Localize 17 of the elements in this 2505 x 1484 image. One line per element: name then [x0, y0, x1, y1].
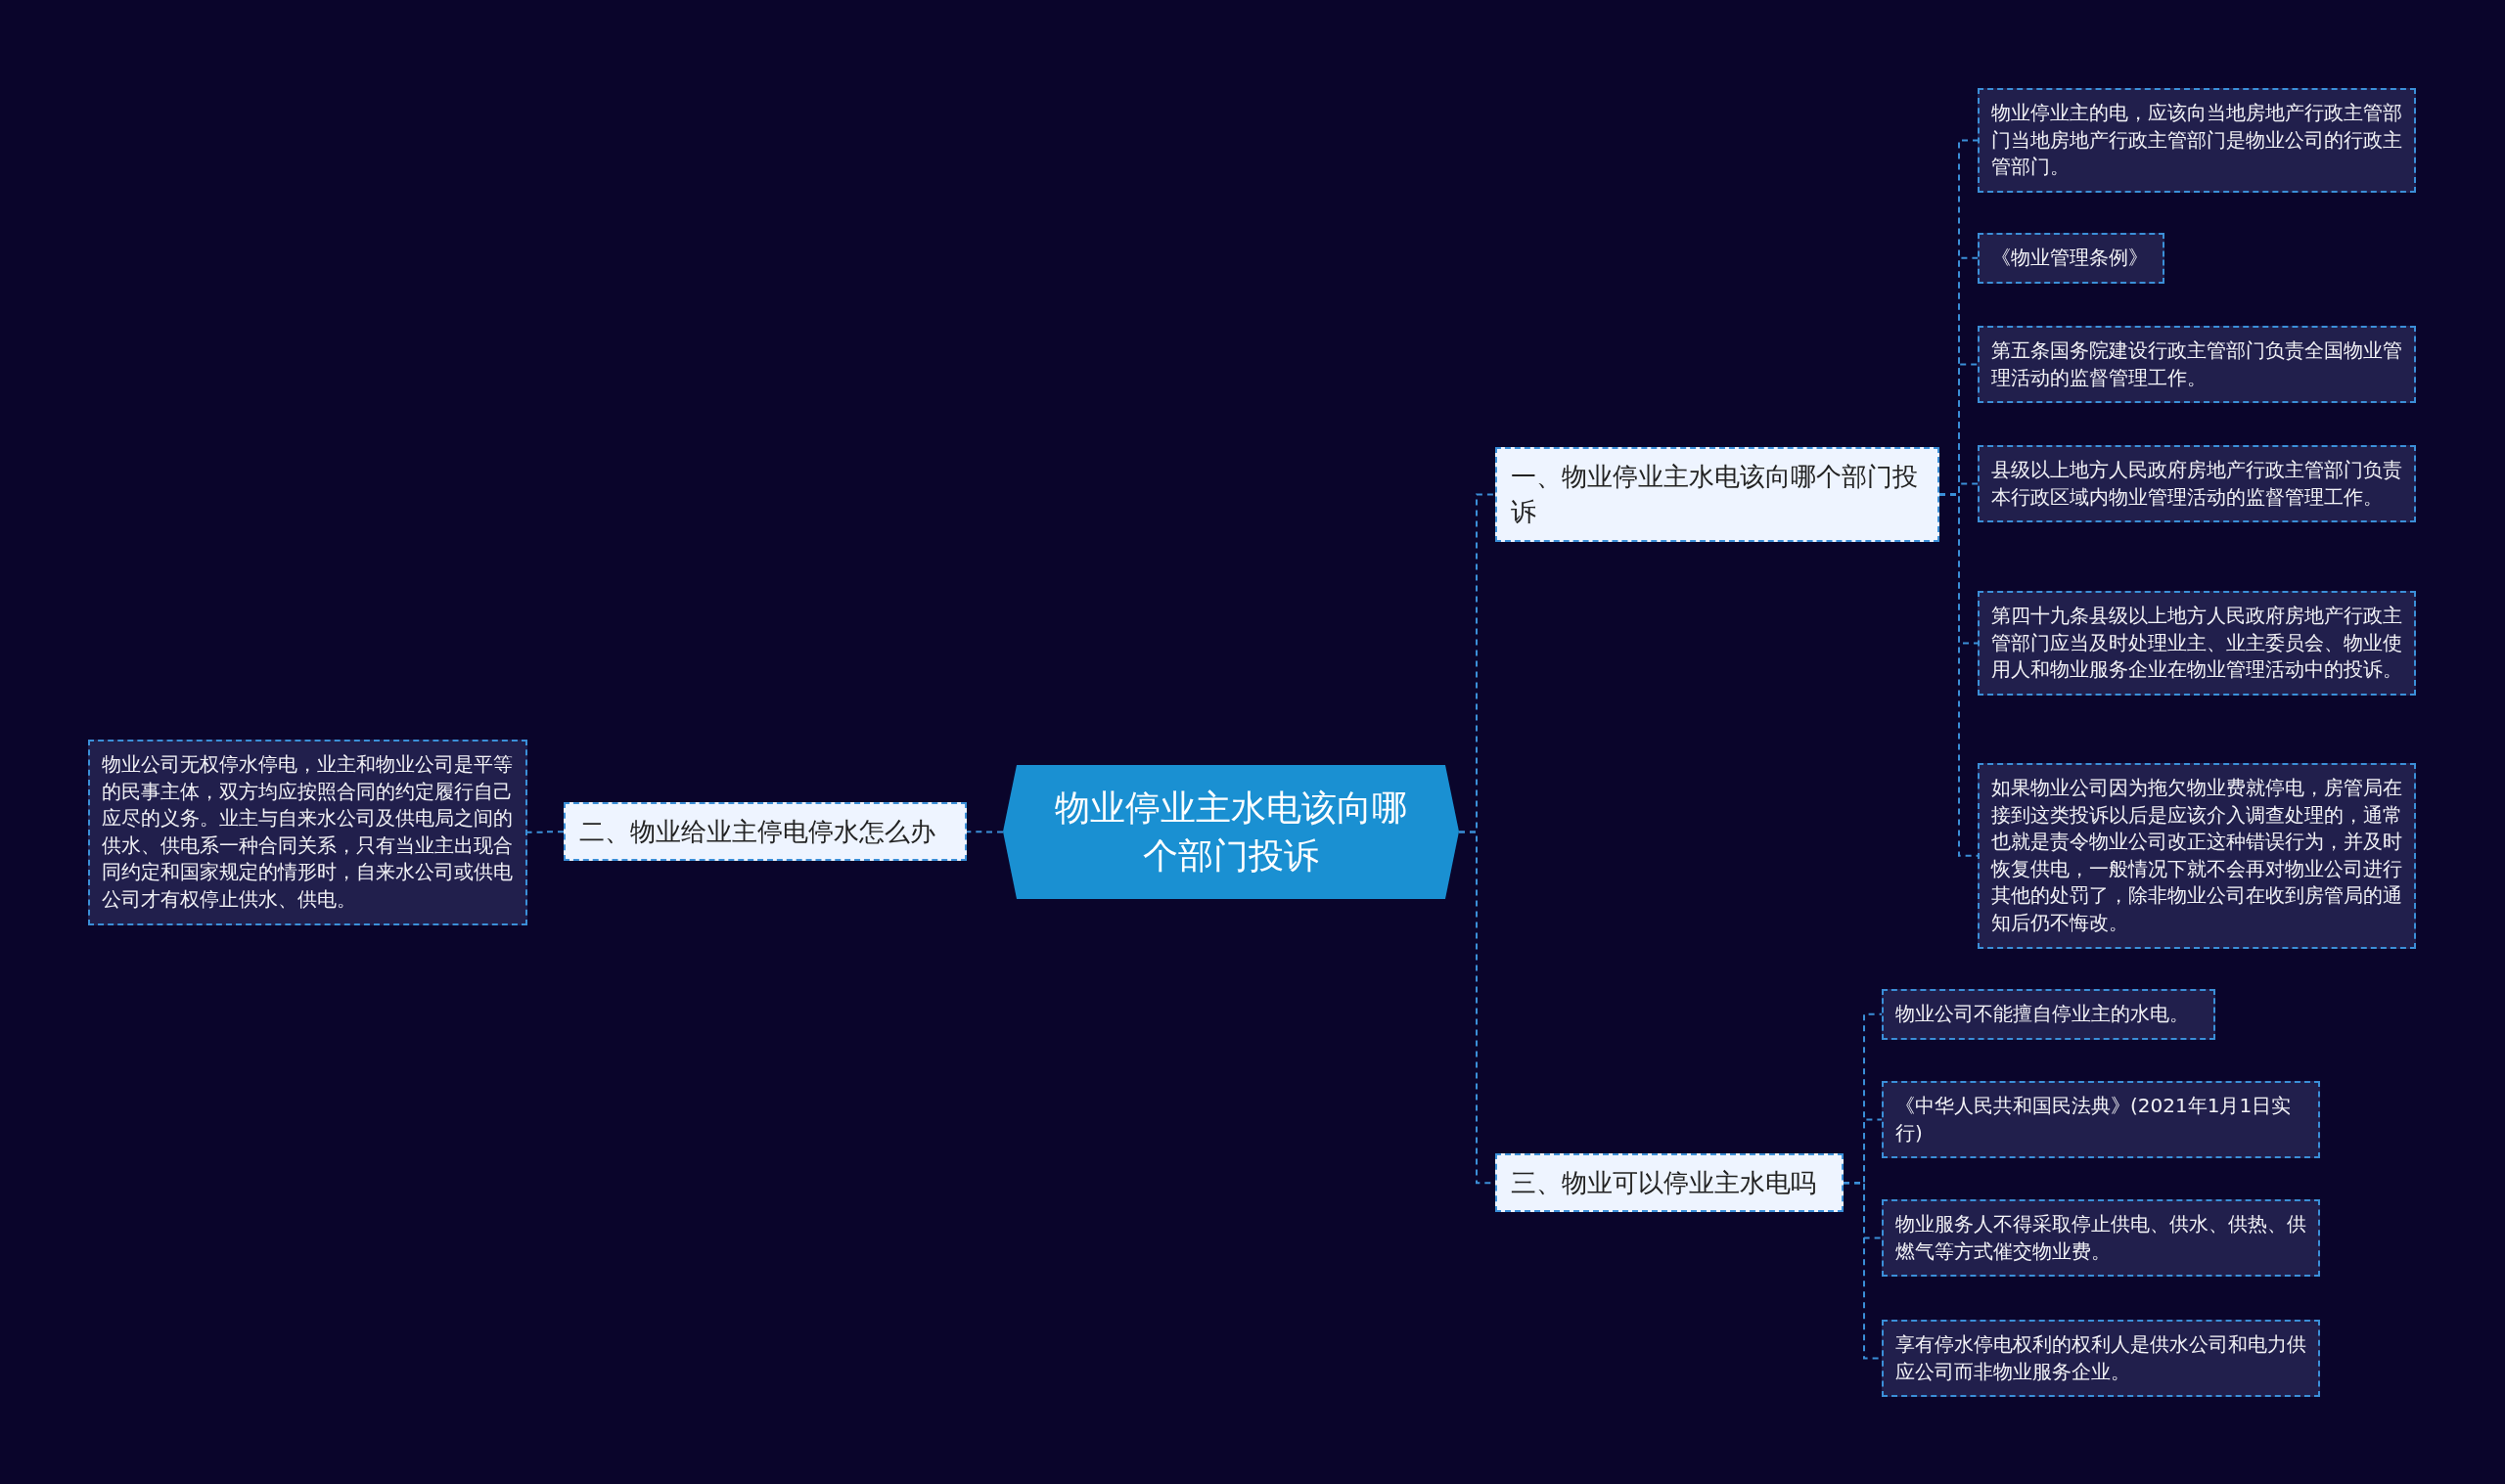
note-box: 如果物业公司因为拖欠物业费就停电，房管局在接到这类投诉以后是应该介入调查处理的，通常也就是责令物业公司改正这种错误行为，并及时恢复供电，一般情况下就不会再对物业公司进行其他的处罚了，除非物业公司在收到房管局的通知后仍不悔改。 [1978, 763, 2416, 949]
note-box: 《中华人民共和国民法典》(2021年1月1日实行) [1882, 1081, 2320, 1159]
note-box: 享有停水停电权利的权利人是供水公司和电力供应公司而非物业服务企业。 [1882, 1320, 2320, 1398]
note-box: 第五条国务院建设行政主管部门负责全国物业管理活动的监督管理工作。 [1978, 326, 2416, 404]
note-box: 《物业管理条例》 [1978, 233, 2164, 284]
note-box: 物业停业主的电，应该向当地房地产行政主管部门当地房地产行政主管部门是物业公司的行政主管部门。 [1978, 88, 2416, 193]
connector-line [526, 831, 565, 833]
connector-line [966, 831, 1004, 833]
note-box: 物业服务人不得采取停止供电、供水、供热、供燃气等方式催交物业费。 [1882, 1199, 2320, 1278]
topic-box: 一、物业停业主水电该向哪个部门投诉 [1495, 447, 1939, 542]
topic-box: 三、物业可以停业主水电吗 [1495, 1153, 1844, 1213]
central-topic-hexagon: 物业停业主水电该向哪个部门投诉 [1003, 765, 1459, 899]
note-box: 物业公司无权停水停电，业主和物业公司是平等的民事主体，双方均应按照合同的约定履行自己应尽的义务。业主与自来水公司及供电局之间的供水、供电系一种合同关系，只有当业主出现合同约定和国家规定的情形时，自来水公司或供电公司才有权停止供水、供电。 [88, 740, 527, 925]
note-box: 第四十九条县级以上地方人民政府房地产行政主管部门应当及时处理业主、业主委员会、物业使用人和物业服务企业在物业管理活动中的投诉。 [1978, 591, 2416, 696]
topic-box: 二、物业给业主停电停水怎么办 [564, 802, 967, 862]
note-box: 物业公司不能擅自停业主的水电。 [1882, 989, 2215, 1040]
note-box: 县级以上地方人民政府房地产行政主管部门负责本行政区域内物业管理活动的监督管理工作。 [1978, 445, 2416, 523]
